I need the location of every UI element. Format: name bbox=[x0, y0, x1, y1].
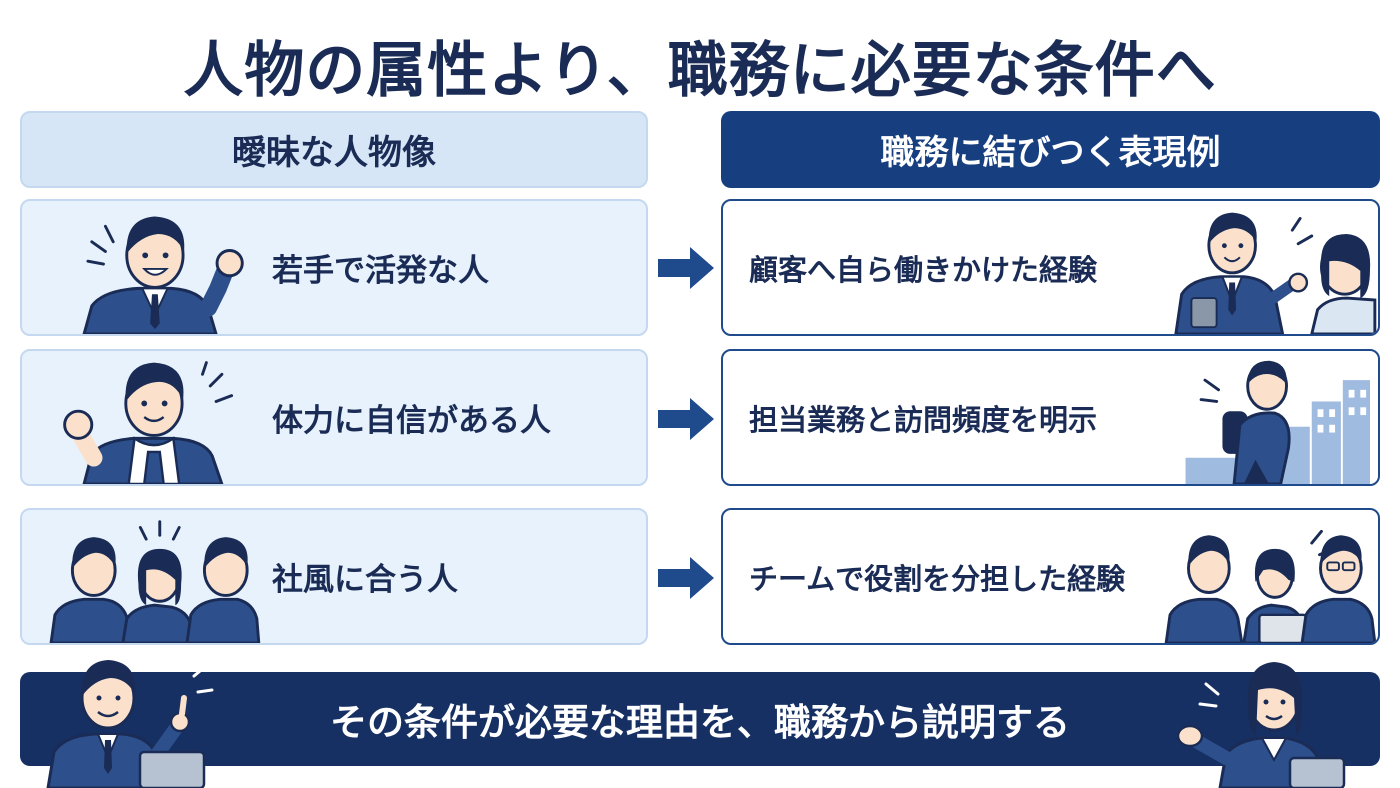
vague-header: 曖昧な人物像 bbox=[20, 111, 648, 188]
man-towel-icon bbox=[63, 361, 234, 484]
job-header: 職務に結びつく表現例 bbox=[721, 111, 1380, 188]
young-man-fist-icon bbox=[82, 216, 244, 334]
arrow-right-icon bbox=[658, 557, 714, 599]
conclusion-text: その条件が必要な理由を、職務から説明する bbox=[330, 701, 1070, 744]
team-laptop-icon bbox=[1164, 529, 1377, 643]
vague-card-3: 社風に合う人 bbox=[20, 508, 648, 645]
arrow-right-icon bbox=[658, 247, 714, 289]
job-text-3: チームで役割を分担した経験 bbox=[749, 561, 1126, 596]
three-people-icon bbox=[49, 520, 261, 643]
arrow-right-icon bbox=[658, 398, 714, 440]
presenter-man-icon bbox=[46, 650, 214, 788]
job-header-label: 職務に結びつく表現例 bbox=[880, 133, 1221, 173]
job-text-2: 担当業務と訪問頻度を明示 bbox=[749, 402, 1098, 437]
vague-text-2: 体力に自信がある人 bbox=[272, 403, 551, 439]
job-card-1: 顧客へ自ら働きかけた経験 bbox=[721, 199, 1380, 336]
job-text-1: 顧客へ自ら働きかけた経験 bbox=[749, 252, 1098, 287]
job-card-2: 担当業務と訪問頻度を明示 bbox=[721, 349, 1380, 486]
presenter-woman-icon bbox=[1176, 662, 1346, 788]
job-card-3: チームで役割を分担した経験 bbox=[721, 508, 1380, 645]
walking-salesman-icon bbox=[1185, 360, 1371, 484]
vague-text-3: 社風に合う人 bbox=[272, 562, 458, 598]
vague-text-1: 若手で活発な人 bbox=[272, 253, 489, 289]
vague-card-1: 若手で活発な人 bbox=[20, 199, 648, 336]
vague-card-2: 体力に自信がある人 bbox=[20, 349, 648, 486]
conclusion-banner: その条件が必要な理由を、職務から説明する bbox=[20, 672, 1380, 766]
customer-meeting-icon bbox=[1174, 212, 1377, 334]
page-title: 人物の属性より、職務に必要な条件へ bbox=[183, 36, 1217, 106]
vague-header-label: 曖昧な人物像 bbox=[232, 133, 436, 173]
